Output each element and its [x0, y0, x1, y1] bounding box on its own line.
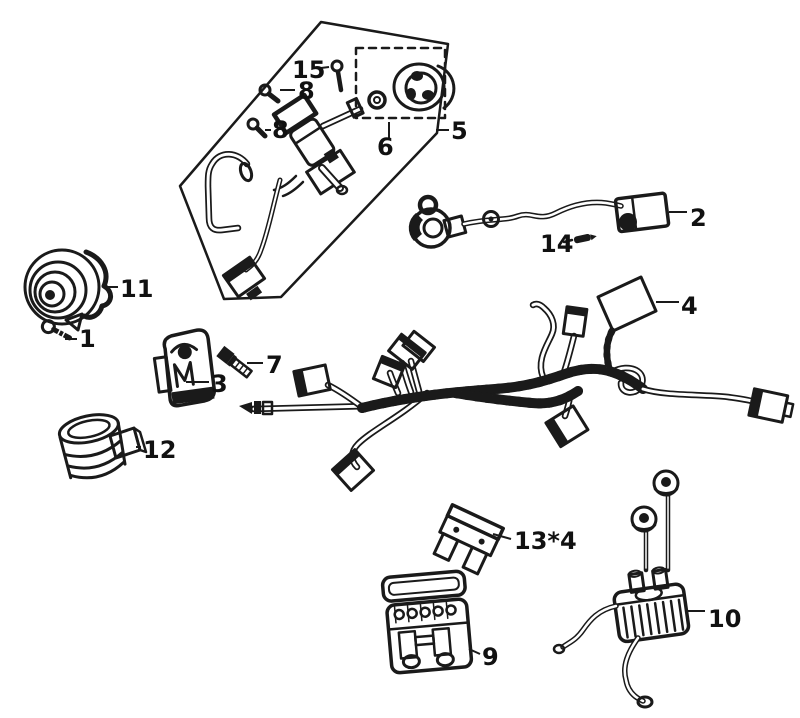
callout-6: 6: [377, 133, 394, 161]
callout-13: 13*4: [514, 527, 577, 555]
callout-3: 3: [211, 370, 228, 398]
part-1-bolt: [40, 319, 73, 341]
callout-12: 12: [143, 436, 176, 464]
part-4-tag: [596, 275, 658, 333]
part-9-fuse-box: [380, 569, 474, 675]
callout-15: 15: [292, 56, 325, 84]
part-2-plug-lead: [408, 191, 671, 249]
callout-8a: 8: [298, 77, 315, 105]
panel-tube: [204, 151, 254, 234]
leader-lines: [65, 66, 705, 655]
part-ignition-switch: [271, 92, 356, 198]
callout-11: 11: [120, 275, 153, 303]
callout-9: 9: [482, 643, 499, 671]
callout-labels: 1 2 3 4 5 6 7 8 8 9 10 11 12 13*4 14 15: [79, 56, 741, 671]
part-12-cylinder: [57, 413, 148, 480]
part-8b-screw: [246, 117, 268, 139]
part-11-horn: [23, 248, 113, 332]
part-8a-screw: [258, 83, 281, 104]
part-15-screw: [330, 59, 344, 93]
callout-5: 5: [451, 117, 468, 145]
callout-8b: 8: [272, 116, 289, 144]
part-10-coil: [552, 469, 691, 709]
callout-1: 1: [79, 325, 96, 353]
callout-2: 2: [690, 204, 707, 232]
part-6-connector: [319, 90, 387, 130]
callout-4: 4: [681, 292, 698, 320]
callout-7: 7: [266, 351, 283, 379]
part-14-screw: [562, 233, 597, 244]
part-13-fuse: [432, 503, 505, 576]
callout-10: 10: [708, 605, 741, 633]
wire-harness: [239, 300, 795, 492]
part-3-relay: [152, 328, 217, 408]
callout-14: 14: [540, 230, 573, 258]
panel-cable: [221, 177, 283, 301]
part-7-bolt: [216, 345, 253, 379]
switch-face: [392, 62, 456, 112]
